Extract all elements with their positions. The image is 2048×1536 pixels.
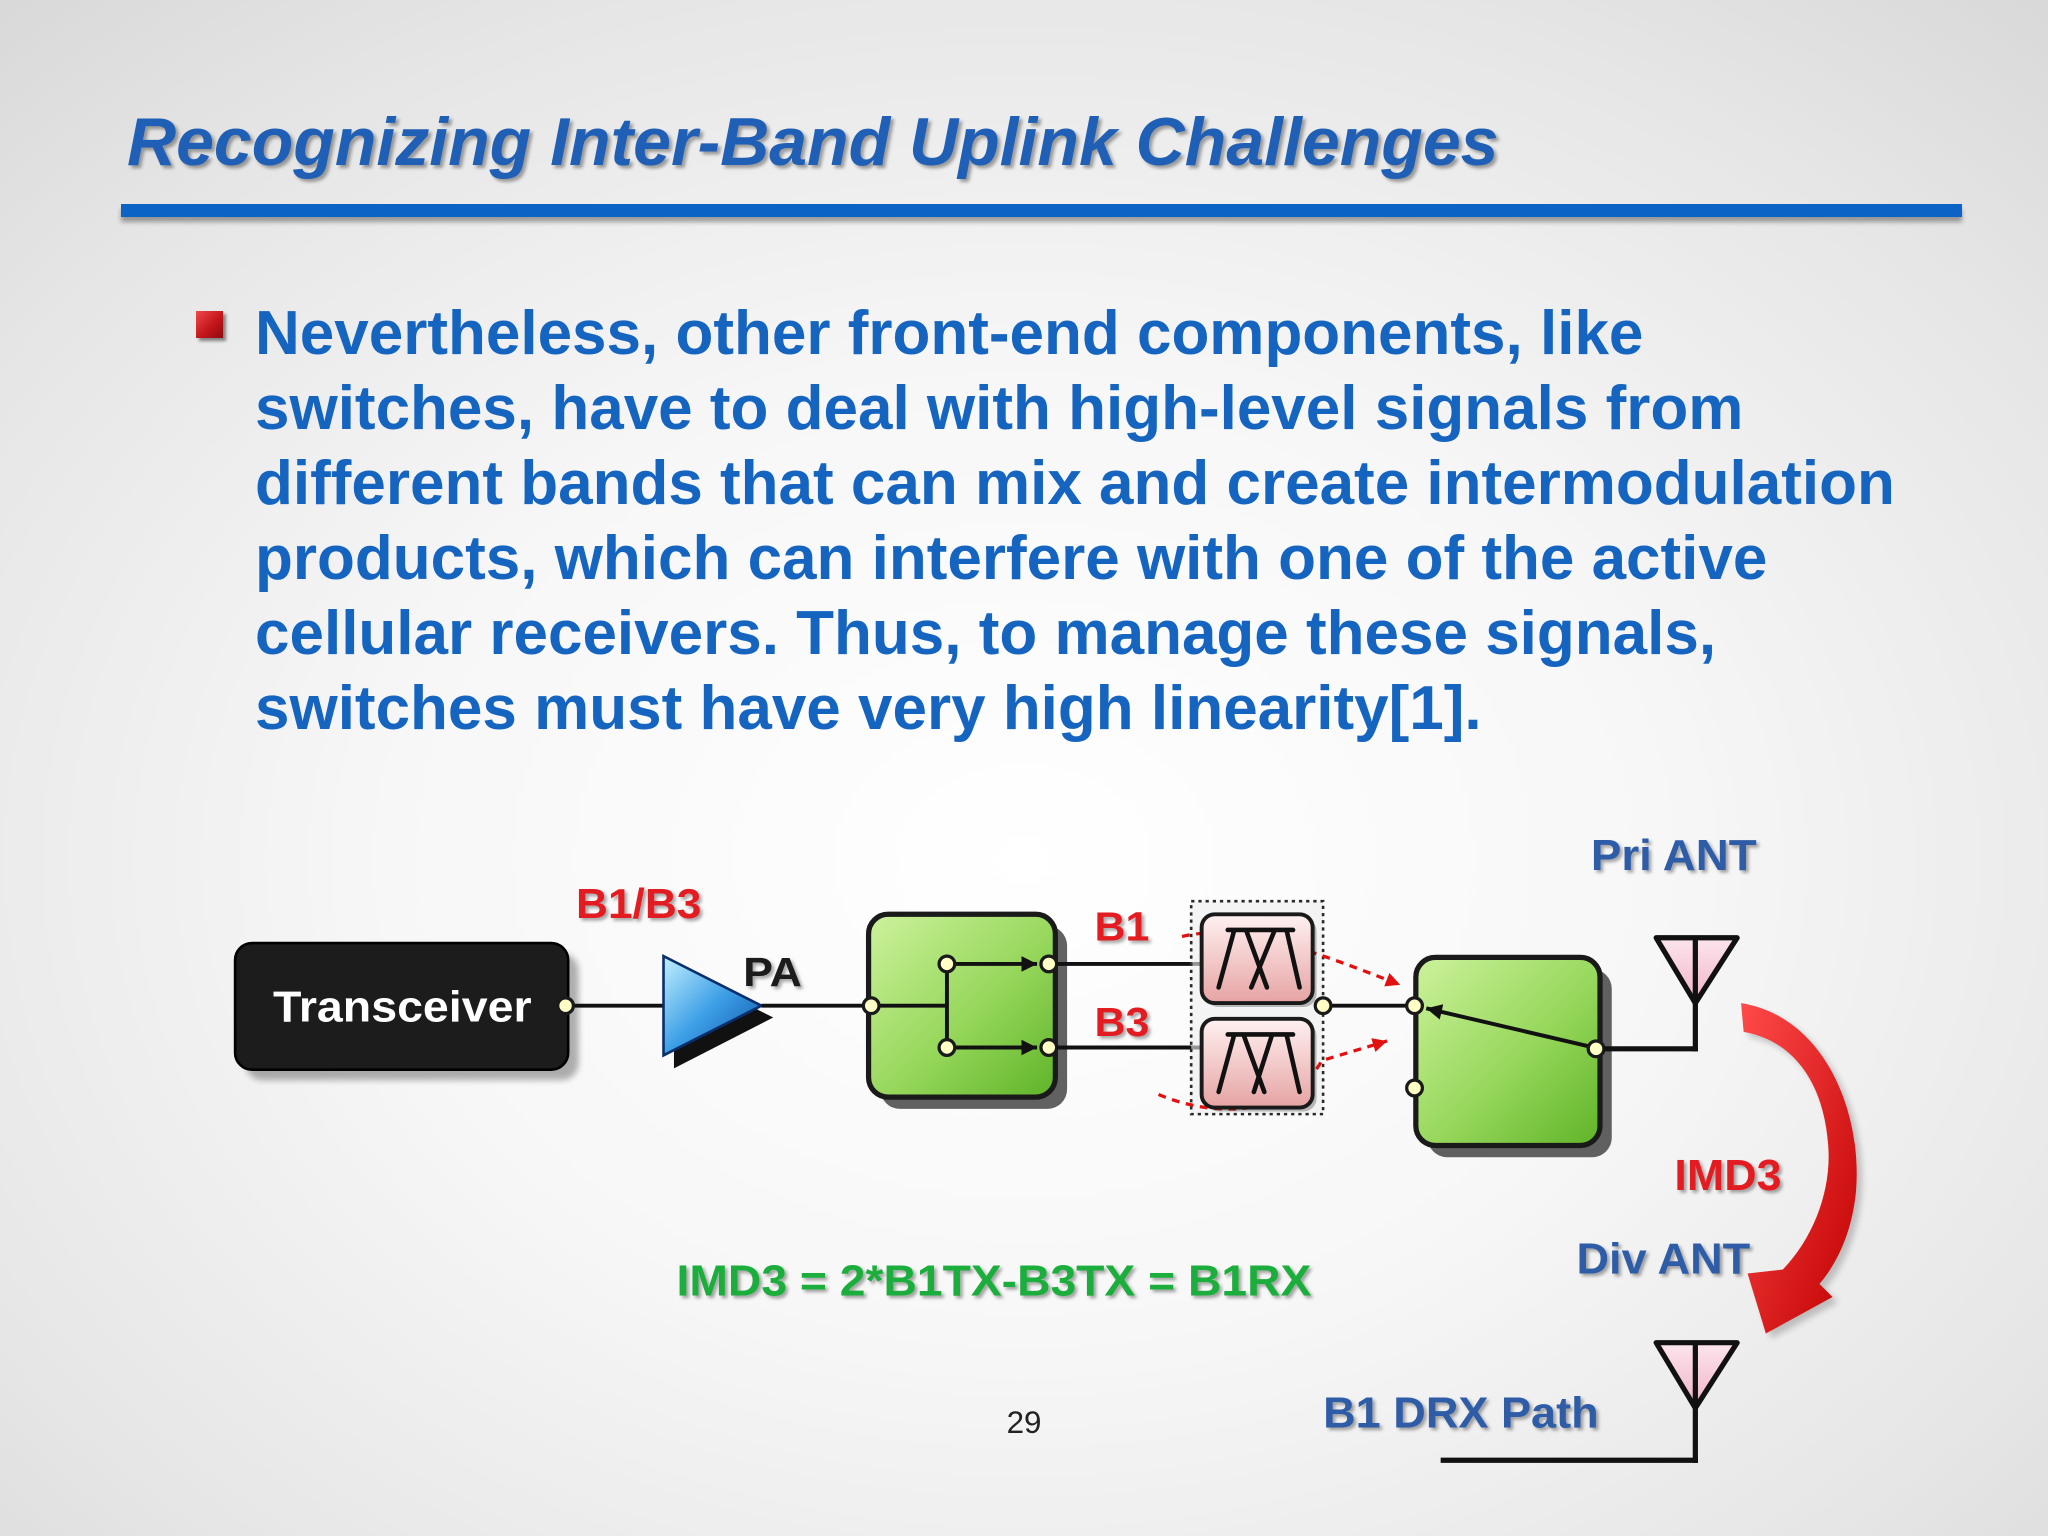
diversity-antenna-label: Div ANT (1576, 1235, 1750, 1283)
bullet-line: switches, have to deal with high-level s… (255, 374, 1744, 443)
intermod-product-label: IMD3 (1674, 1152, 1781, 1200)
bullet-square-icon (196, 311, 223, 338)
band-1-label: B1 (1095, 903, 1150, 949)
imd3-equation: IMD3 = 2*B1TX-B3TX = B1RX (677, 1258, 1312, 1306)
amplifier-triangle-icon (662, 953, 765, 1058)
block-body (1413, 954, 1603, 1149)
port-node (937, 954, 957, 974)
bullet-line: different bands that can mix and create … (255, 449, 1895, 518)
title-underline-rule (121, 204, 1962, 217)
bullet-line: Nevertheless, other front-end components… (255, 299, 1644, 368)
power-amplifier-icon (662, 953, 774, 1069)
filter-symbol (1216, 927, 1302, 990)
port-node (1586, 1039, 1606, 1059)
port-node (1405, 996, 1424, 1016)
diversity-antenna-icon (1653, 1340, 1740, 1463)
filter-b1-icon (1199, 912, 1317, 1008)
band-3-label: B3 (1095, 999, 1150, 1045)
primary-antenna-label: Pri ANT (1591, 832, 1757, 880)
filter-common-port (1313, 996, 1333, 1016)
transceiver-port (556, 996, 576, 1016)
switch-throw-arrow (1425, 1004, 1589, 1049)
amplifier-label: PA (743, 949, 802, 995)
port-node (1039, 954, 1059, 974)
page-number: 29 (1007, 1405, 1042, 1440)
bullet-paragraph: Nevertheless, other front-end components… (255, 296, 1895, 746)
bullet-line: products, which can interfere with one o… (255, 524, 1768, 593)
transceiver-label: Transceiver (273, 983, 532, 1031)
primary-antenna-icon (1653, 935, 1740, 1052)
port-node (861, 996, 881, 1016)
port-node (1405, 1078, 1424, 1098)
band-split-switch-block (861, 911, 1068, 1109)
filter-b3-icon (1199, 1016, 1317, 1112)
antenna-switch-block (1405, 954, 1612, 1158)
bullet-line: switches must have very high linearity[1… (255, 674, 1482, 743)
port-node (1039, 1038, 1059, 1057)
bullet-line: cellular receivers. Thus, to manage thes… (255, 599, 1717, 668)
port-node (937, 1038, 957, 1057)
slide-title: Recognizing Inter-Band Uplink Challenges (127, 104, 1499, 180)
filter-body (1199, 1016, 1315, 1110)
tx-bands-label: B1/B3 (576, 880, 701, 927)
drx-path-label: B1 DRX Path (1323, 1390, 1599, 1438)
curved-arrow-icon (1741, 1003, 1857, 1334)
transceiver-block: Transceiver (233, 941, 579, 1081)
coupling-curved-arrow-icon (1741, 1003, 1862, 1339)
filter-symbol (1216, 1032, 1302, 1095)
